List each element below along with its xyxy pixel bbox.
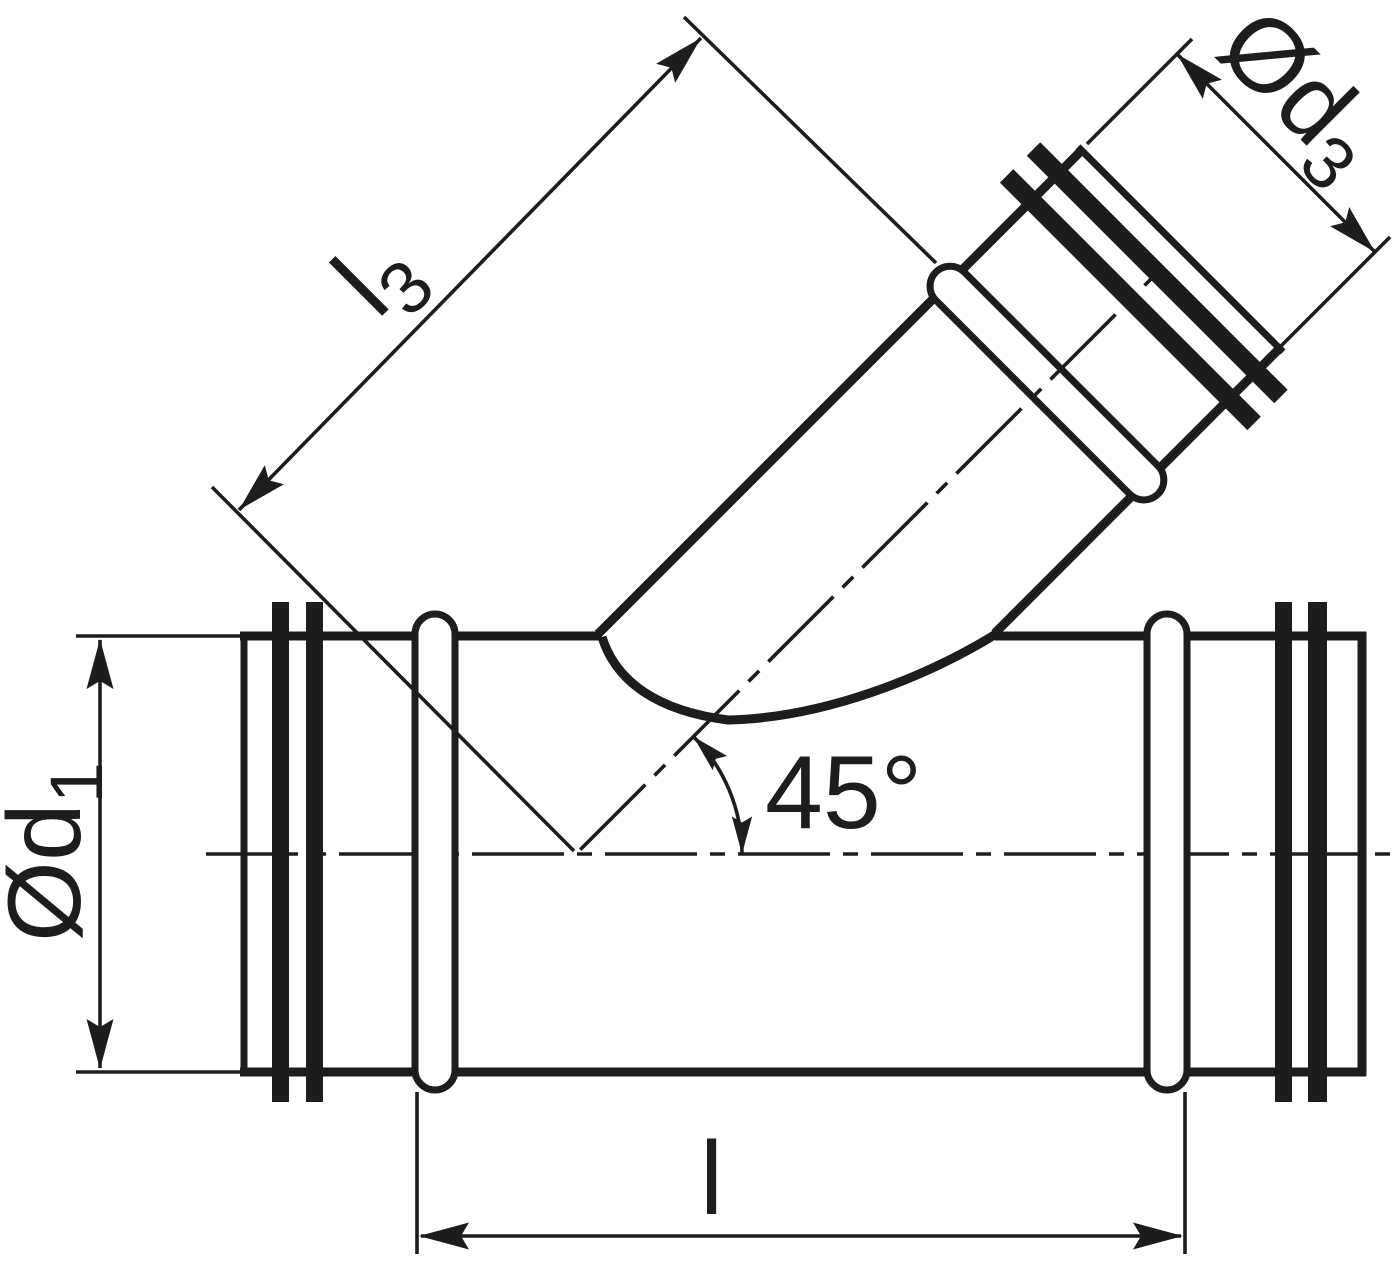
l3-dimension-line [237, 36, 703, 512]
l3-extension-line-lower [210, 485, 576, 853]
dimension-main-diameter: Ød1 [0, 634, 242, 1074]
dimension-branch-angle: 45° [692, 735, 922, 855]
right-collar-bead [1143, 610, 1191, 1094]
angle-label: 45° [765, 735, 922, 851]
l-arrowhead-left [419, 1222, 469, 1250]
dimension-overall-length: l [415, 1092, 1187, 1254]
right-seal-ring-inner [1275, 602, 1292, 1102]
d3-extension-line-lower [1279, 235, 1392, 348]
right-seal-ring-outer [1308, 602, 1327, 1102]
l3-arrowhead-lower [239, 465, 284, 510]
main-pipe-right-fittings [1143, 602, 1327, 1102]
branch-axis-centerline [578, 265, 1165, 852]
d3-dimension-line [1175, 52, 1377, 254]
saddle-intersection-curve [597, 630, 999, 725]
d1-label: Ød1 [0, 762, 118, 942]
l3-label: l3 [312, 210, 450, 348]
left-seal-ring-outer [272, 602, 289, 1102]
angle-arrowhead-lower [731, 816, 753, 854]
branch-pipe-left-edge [594, 146, 1086, 638]
l3-extension-line-upper [682, 15, 938, 265]
left-seal-ring-inner [306, 602, 323, 1102]
branch-pipe-end-edge [1075, 144, 1286, 355]
angle-arrowhead-upper [693, 736, 728, 771]
d3-label: Ød3 [1187, 0, 1400, 206]
d1-arrowhead-top [86, 639, 114, 689]
d3-extension-line-upper [1085, 37, 1194, 146]
l3-arrowhead-upper [656, 38, 701, 83]
main-pipe-left-fittings [272, 602, 459, 1102]
d3-arrowhead-lower [1330, 207, 1375, 252]
d3-arrowhead-upper [1177, 54, 1222, 99]
l-arrowhead-right [1133, 1222, 1183, 1250]
branch-pipe [578, 142, 1288, 852]
left-collar-bead [411, 610, 459, 1094]
l-label: l [700, 1121, 723, 1237]
d1-arrowhead-bottom [86, 1019, 114, 1069]
